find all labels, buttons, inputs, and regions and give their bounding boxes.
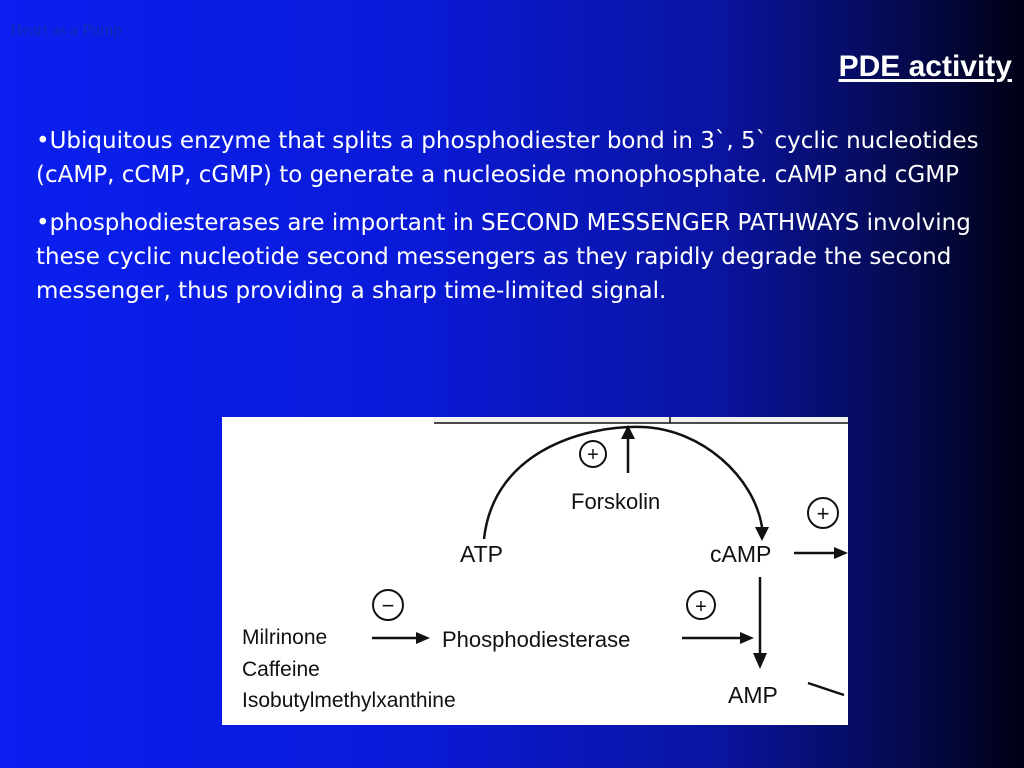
inhibitor-label-1: Milrinone — [242, 626, 327, 649]
minus-sign-inhibitors: − — [382, 593, 395, 618]
pde-label: Phosphodiesterase — [442, 627, 630, 652]
forskolin-label: Forskolin — [571, 489, 660, 514]
pde-pathway-diagram: + Forskolin ATP cAMP + + − Milrinone Caf… — [222, 417, 848, 725]
top-strip — [434, 417, 848, 423]
plus-circle-forskolin — [579, 440, 607, 468]
pde-arrowhead — [740, 632, 754, 644]
amp-label: AMP — [728, 682, 778, 708]
bullet-item-2: •phosphodiesterases are important in SEC… — [36, 210, 971, 304]
minus-circle-inhibitors — [372, 589, 404, 621]
inhibitor-label-2: Caffeine — [242, 658, 320, 681]
inhibitor-arrowhead — [416, 632, 430, 644]
atp-label: ATP — [460, 541, 503, 567]
camp-out-arrowhead — [834, 547, 848, 559]
arc-arrowhead — [755, 527, 769, 541]
camp-to-amp-arrowhead — [753, 653, 767, 669]
bullet-item-1: •Ubiquitous enzyme that splits a phospho… — [36, 128, 979, 188]
amp-out-line — [807, 681, 845, 697]
watermark-text: Heart as a Pump — [10, 20, 122, 39]
plus-sign-forskolin: + — [587, 444, 599, 466]
inhibitor-label-3: Isobutylmethylxanthine — [242, 689, 456, 712]
cyclase-arc — [482, 425, 764, 540]
plus-sign-pde: + — [695, 596, 707, 618]
plus-circle-right — [807, 497, 839, 529]
camp-label: cAMP — [710, 541, 771, 567]
plus-sign-right: + — [817, 501, 830, 526]
pathway-svg: + Forskolin ATP cAMP + + − Milrinone Caf… — [242, 417, 848, 712]
forskolin-arrowhead — [621, 425, 635, 439]
plus-circle-pde — [686, 590, 716, 620]
bullet-list: •Ubiquitous enzyme that splits a phospho… — [36, 124, 1011, 322]
slide-title: PDE activity — [838, 50, 1012, 83]
